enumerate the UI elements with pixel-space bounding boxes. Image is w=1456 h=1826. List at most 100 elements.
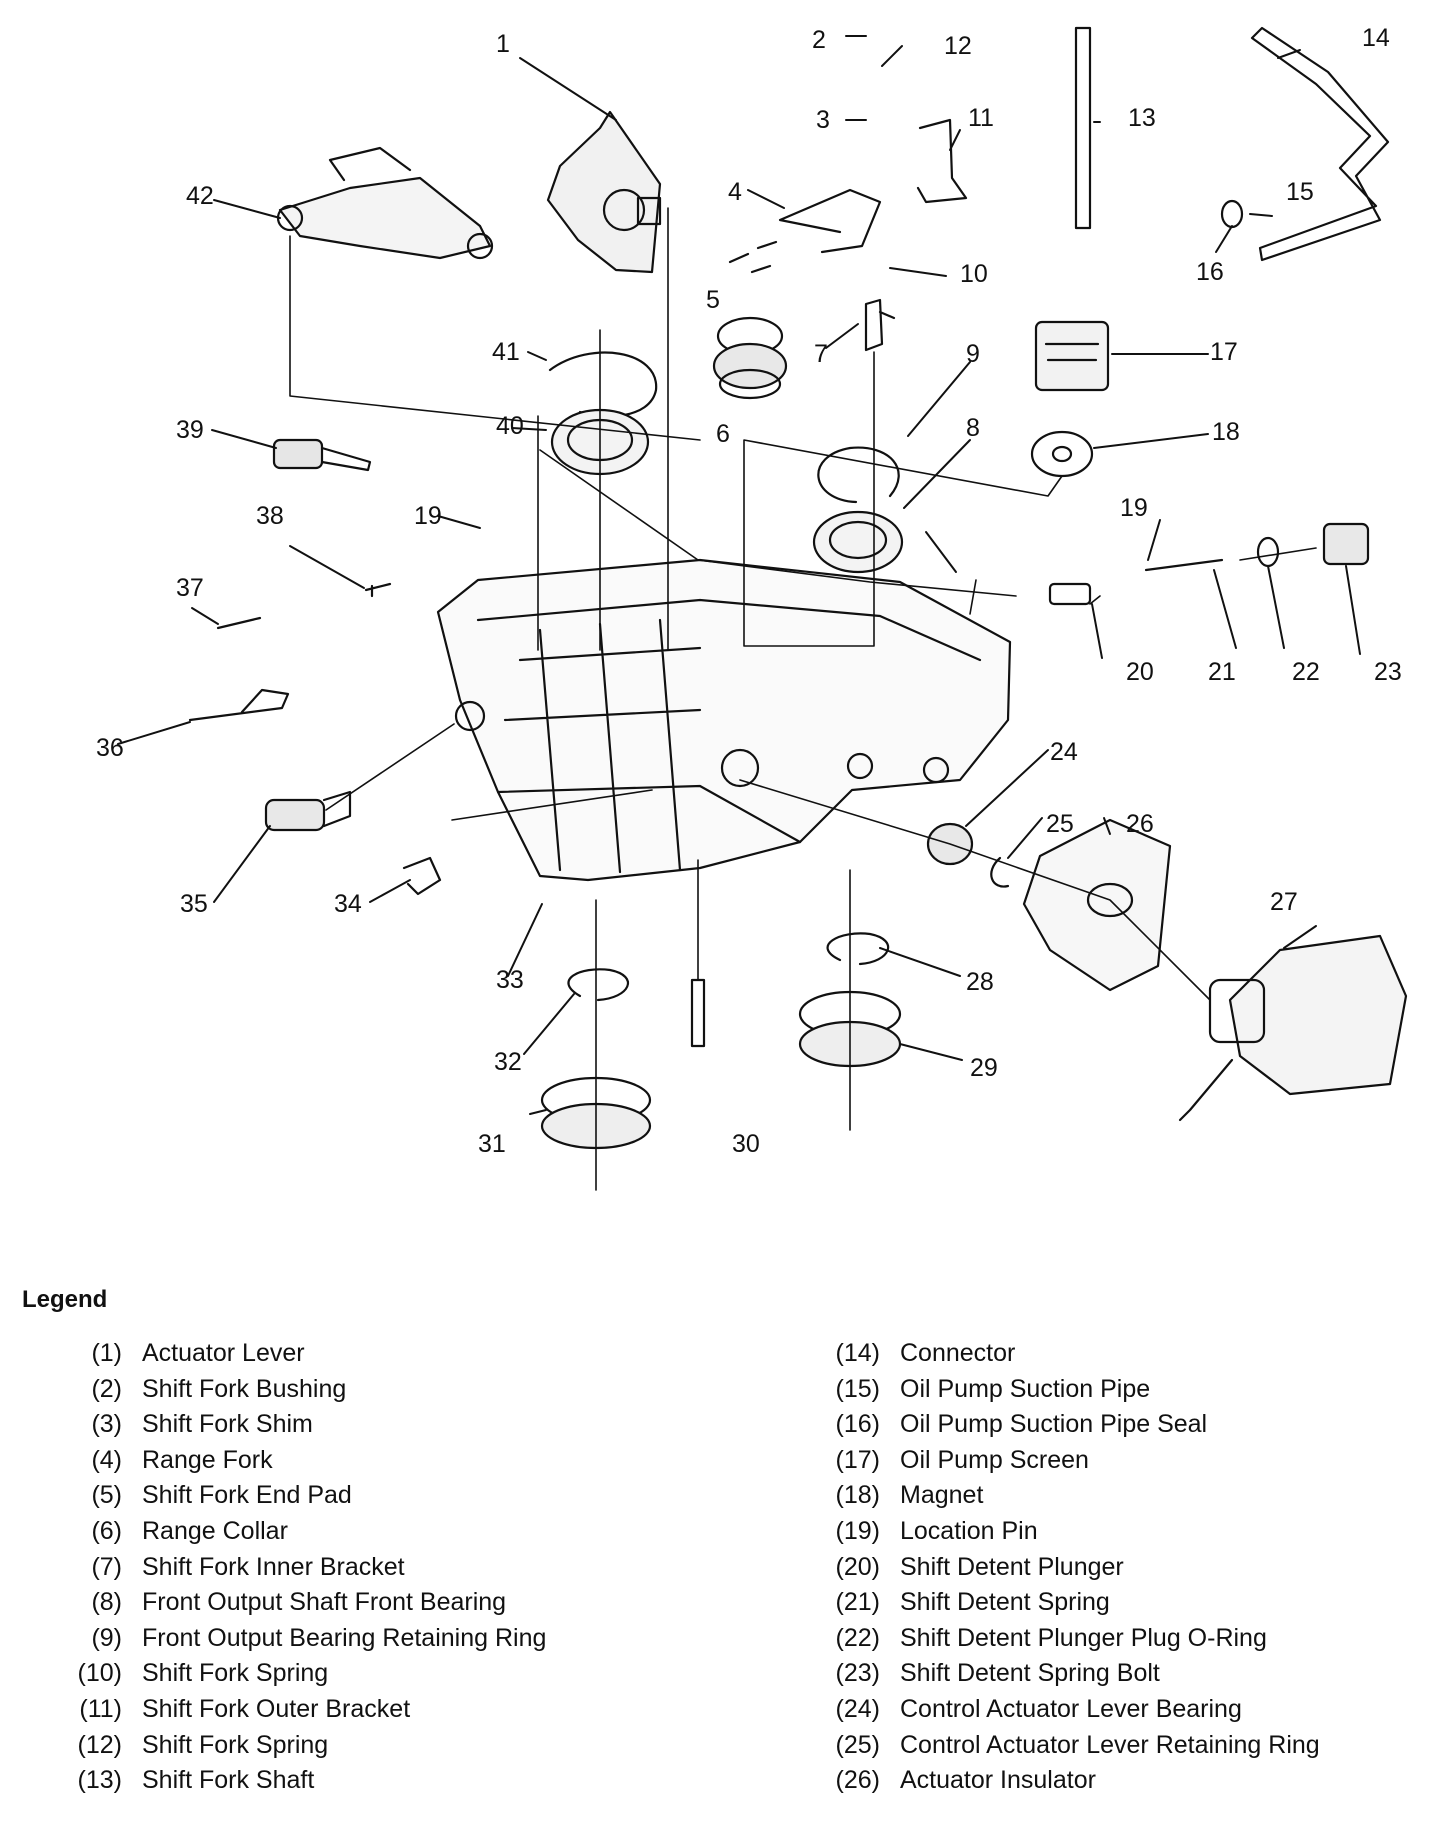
callout-16: 16: [1196, 258, 1224, 286]
legend-item: (2) Shift Fork Bushing: [68, 1372, 546, 1408]
snap-ring: [548, 351, 658, 418]
exploded-view-diagram: 1234567891011121314151617181919202122232…: [96, 24, 1408, 1191]
legend-item-number: (24): [835, 1694, 880, 1723]
legend-item: (12) Shift Fork Spring: [68, 1728, 546, 1764]
callout-20: 20: [1126, 658, 1154, 686]
callout-13: 13: [1128, 104, 1156, 132]
callout-17: 17: [1210, 338, 1238, 366]
end-pads: [728, 240, 778, 274]
suction-pipe-seal: [1220, 199, 1244, 229]
callout-24: 24: [1050, 738, 1078, 766]
legend-item-label: Front Output Shaft Front Bearing: [142, 1588, 507, 1617]
callout-5: 5: [706, 286, 720, 314]
threaded-bolt: [272, 438, 372, 472]
legend-item-label: Shift Fork Inner Bracket: [142, 1552, 405, 1581]
callout-37: 37: [176, 574, 204, 602]
legend-item: (21) Shift Detent Spring: [826, 1585, 1320, 1621]
legend-item: (10)Shift Fork Spring: [68, 1656, 546, 1692]
shift-shaft: [1074, 26, 1092, 230]
legend-item: (9) Front Output Bearing Retaining Ring: [68, 1621, 546, 1657]
legend-item-label: Oil Pump Suction Pipe Seal: [900, 1410, 1208, 1439]
retaining-ring: [817, 446, 900, 504]
legend-item-label: Shift Fork Spring: [142, 1659, 329, 1688]
legend-item-number: (12): [77, 1730, 122, 1759]
legend-item-number: (3): [91, 1410, 122, 1439]
actuator-lever: [546, 110, 662, 274]
callout-26: 26: [1126, 810, 1154, 838]
legend-item-label: Oil Pump Suction Pipe: [900, 1374, 1151, 1403]
legend-item-number: (4): [91, 1445, 122, 1474]
callout-29: 29: [970, 1054, 998, 1082]
suction-pipe: [1250, 26, 1390, 262]
callout-7: 7: [814, 340, 828, 368]
legend-item-label: Control Actuator Lever Bearing: [900, 1694, 1242, 1723]
legend-item-number: (2): [91, 1374, 122, 1403]
legend-item: (1) Actuator Lever: [68, 1336, 546, 1372]
legend-item: (20) Shift Detent Plunger: [826, 1550, 1320, 1586]
callout-31: 31: [478, 1130, 506, 1158]
actuator-arm: [276, 146, 494, 260]
legend-item: (25)Control Actuator Lever Retaining Rin…: [826, 1728, 1320, 1764]
legend-item-number: (7): [91, 1552, 122, 1581]
legend-item-number: (18): [835, 1481, 880, 1510]
legend-item-number: (9): [91, 1623, 122, 1652]
legend-item-label: Shift Fork Spring: [142, 1730, 329, 1759]
legend-item: (13) Shift Fork Shaft: [68, 1763, 546, 1799]
callout-40: 40: [496, 412, 524, 440]
legend-item-label: Actuator Insulator: [900, 1766, 1096, 1795]
front-bearing: [812, 510, 904, 574]
clip-36: [188, 688, 290, 722]
legend-item: (19) Location Pin: [826, 1514, 1320, 1550]
legend-item: (17)Oil Pump Screen: [826, 1443, 1320, 1479]
ring-28: [826, 932, 890, 966]
legend-item-number: (1): [91, 1339, 122, 1367]
callout-18: 18: [1212, 418, 1240, 446]
legend-item-label: Location Pin: [900, 1516, 1038, 1545]
callout-3: 3: [816, 106, 830, 134]
callout-14: 14: [1362, 24, 1390, 52]
legend-item: (7) Shift Fork Inner Bracket: [68, 1550, 546, 1586]
callout-42: 42: [186, 182, 214, 210]
plug-35: [264, 790, 352, 832]
elbow-fitting: [402, 856, 442, 896]
legend-item: (4)Range Fork: [68, 1443, 546, 1479]
callout-1: 1: [496, 30, 510, 58]
callout-27: 27: [1270, 888, 1298, 916]
callout-15: 15: [1286, 178, 1314, 206]
callout-9: 9: [966, 340, 980, 368]
legend-item: (6)Range Collar: [68, 1514, 546, 1550]
legend-item-number: (13): [77, 1766, 122, 1795]
callout-2: 2: [812, 26, 826, 54]
legend-item-label: Actuator Lever: [142, 1339, 305, 1367]
legend-item-label: Shift Fork Bushing: [142, 1374, 347, 1403]
legend-item-number: (20): [835, 1552, 880, 1581]
pin-38: [364, 582, 392, 598]
oil-pump-screen: [1034, 320, 1110, 392]
callout-33: 33: [496, 966, 524, 994]
legend-item: (18) Magnet: [826, 1478, 1320, 1514]
callout-8: 8: [966, 414, 980, 442]
legend-title: Legend: [22, 1286, 108, 1313]
legend-item-label: Shift Fork Shaft: [142, 1766, 315, 1795]
legend-item-number: (23): [835, 1659, 880, 1688]
callout-41: 41: [492, 338, 520, 366]
callout-4: 4: [728, 178, 742, 206]
legend-item-number: (19): [835, 1516, 880, 1545]
callout-22: 22: [1292, 658, 1320, 686]
callout-32: 32: [494, 1048, 522, 1076]
ring-32: [567, 968, 630, 1002]
legend-item-label: Shift Detent Plunger: [900, 1552, 1124, 1581]
legend-item-number: (21): [835, 1588, 880, 1617]
callout-25: 25: [1046, 810, 1074, 838]
legend-item-label: Shift Fork Shim: [142, 1410, 313, 1439]
legend-item-label: Shift Detent Spring: [900, 1588, 1110, 1617]
spring-37: [216, 616, 262, 630]
legend-item-label: Front Output Bearing Retaining Ring: [142, 1623, 547, 1652]
legend-item-label: Magnet: [900, 1481, 984, 1510]
legend-item: (5)Shift Fork End Pad: [68, 1478, 546, 1514]
legend-item-number: (16): [835, 1410, 880, 1439]
callout-39: 39: [176, 416, 204, 444]
legend-item-number: (8): [91, 1588, 122, 1617]
magnet: [1030, 430, 1094, 478]
